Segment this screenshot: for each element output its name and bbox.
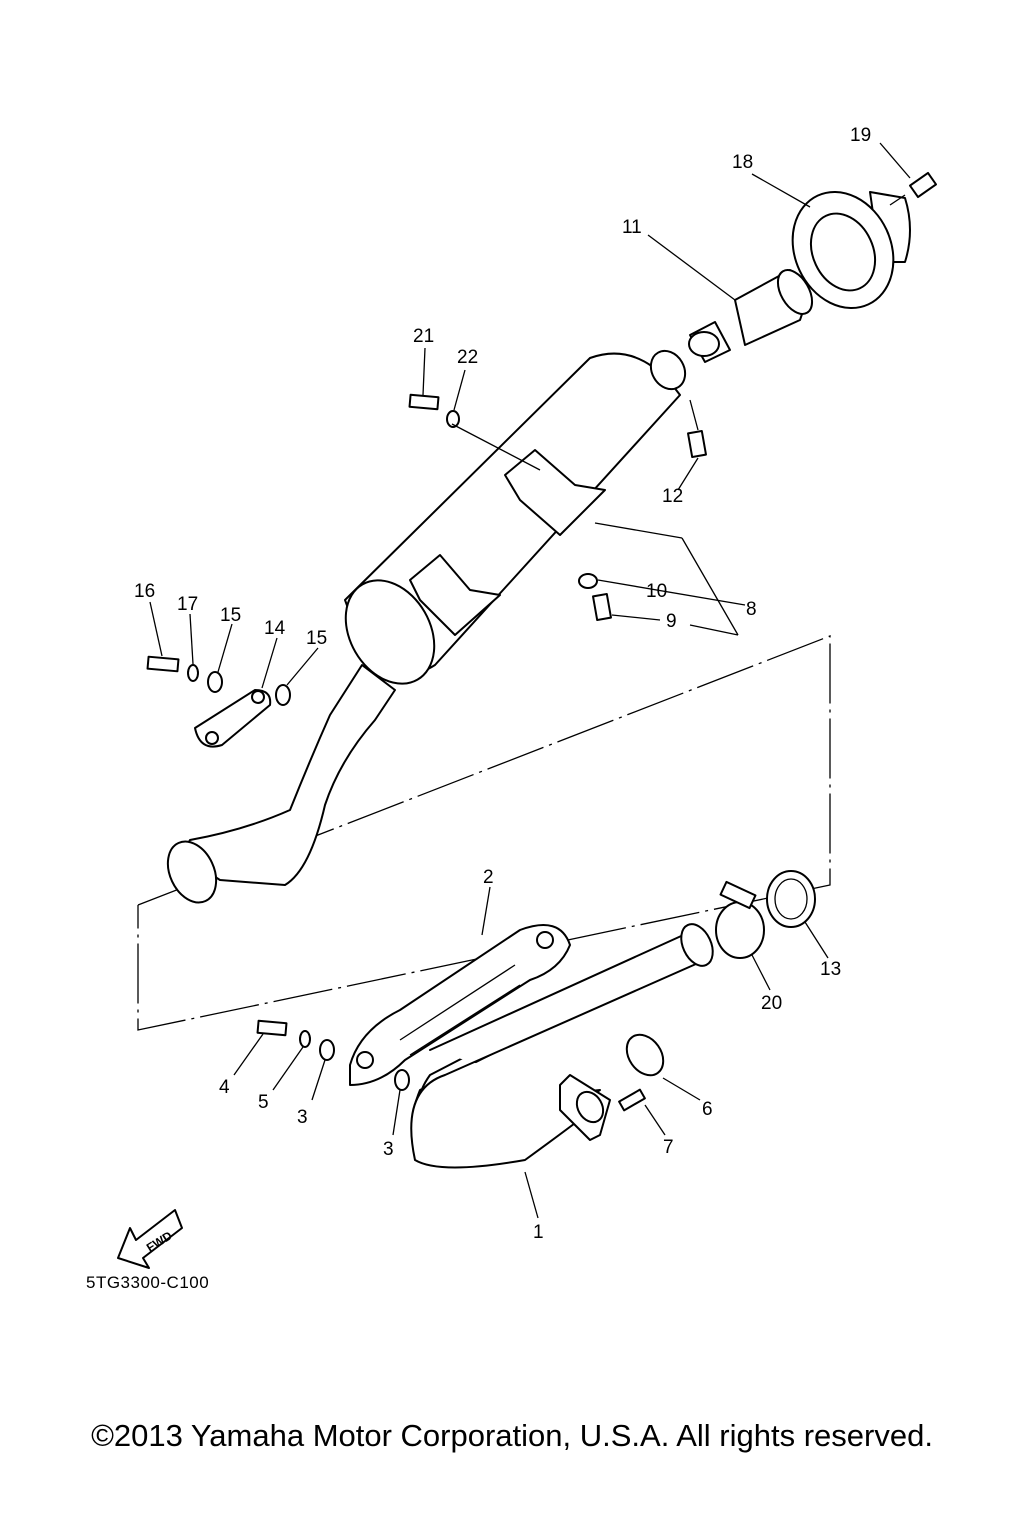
callout-2: 2 bbox=[483, 867, 494, 888]
part-14-bracket[interactable] bbox=[194, 689, 272, 748]
part-5-washer[interactable] bbox=[299, 1030, 311, 1048]
part-13-gasket[interactable] bbox=[766, 870, 816, 928]
rear-exhaust-pipe[interactable] bbox=[159, 664, 396, 910]
part-21-bolt[interactable] bbox=[408, 393, 440, 411]
callout-17: 17 bbox=[177, 594, 198, 615]
callout-14: 14 bbox=[264, 618, 286, 639]
part-11-spark-arrester[interactable] bbox=[688, 264, 819, 363]
part-15-collar-b[interactable] bbox=[275, 684, 291, 706]
callout-22: 22 bbox=[457, 347, 478, 368]
part-19-bolt[interactable] bbox=[889, 171, 938, 206]
callout-10: 10 bbox=[646, 581, 667, 602]
part-3-collar-b[interactable] bbox=[394, 1069, 410, 1091]
assembly-frame bbox=[137, 635, 831, 1031]
part-10-grommet[interactable] bbox=[578, 573, 598, 589]
callout-5: 5 bbox=[258, 1092, 269, 1113]
part-1-exhaust-pipe[interactable] bbox=[410, 919, 719, 1169]
part-6-gasket[interactable] bbox=[619, 1028, 670, 1082]
callout-11: 11 bbox=[622, 217, 642, 238]
part-22-washer[interactable] bbox=[446, 410, 460, 428]
callout-3a: 3 bbox=[297, 1107, 308, 1128]
part-4-bolt[interactable] bbox=[256, 1019, 288, 1037]
muffler-body[interactable] bbox=[328, 345, 692, 700]
part-17-washer[interactable] bbox=[187, 664, 199, 682]
callout-labels: 19 18 11 21 22 12 10 8 9 16 17 15 14 15 … bbox=[134, 125, 871, 1243]
callout-3b: 3 bbox=[383, 1139, 394, 1160]
exhaust-flange[interactable] bbox=[559, 1074, 611, 1141]
leader-lines bbox=[149, 142, 911, 1219]
part-16-bolt[interactable] bbox=[146, 655, 180, 673]
part-3-collar-a[interactable] bbox=[319, 1039, 335, 1061]
diagram-code: 5TG3300-C100 bbox=[86, 1273, 210, 1292]
callout-19: 19 bbox=[850, 125, 871, 146]
callout-4: 4 bbox=[219, 1077, 230, 1098]
callout-9: 9 bbox=[666, 611, 677, 632]
part-15-collar-a[interactable] bbox=[207, 671, 223, 693]
callout-8: 8 bbox=[746, 599, 757, 620]
callout-15a: 15 bbox=[220, 605, 241, 626]
part-7-bolt[interactable] bbox=[618, 1088, 646, 1112]
callout-21: 21 bbox=[413, 326, 434, 347]
fwd-arrow-icon: FWD bbox=[117, 1209, 183, 1269]
part-9-bolt[interactable] bbox=[592, 592, 612, 622]
callout-6: 6 bbox=[702, 1099, 713, 1120]
callout-18: 18 bbox=[732, 152, 753, 173]
copyright-notice: ©2013 Yamaha Motor Corporation, U.S.A. A… bbox=[91, 1418, 933, 1453]
callout-20: 20 bbox=[761, 993, 782, 1014]
callout-15b: 15 bbox=[306, 628, 327, 649]
part-2-heat-protector[interactable] bbox=[349, 924, 571, 1086]
callout-7: 7 bbox=[663, 1137, 674, 1158]
part-12-bolt[interactable] bbox=[687, 429, 707, 459]
callout-16: 16 bbox=[134, 581, 155, 602]
part-20-clamp[interactable] bbox=[715, 880, 765, 959]
part-18-end-cap[interactable] bbox=[774, 175, 912, 324]
callout-12: 12 bbox=[662, 486, 683, 507]
callout-1: 1 bbox=[533, 1222, 544, 1243]
callout-13: 13 bbox=[820, 959, 841, 980]
